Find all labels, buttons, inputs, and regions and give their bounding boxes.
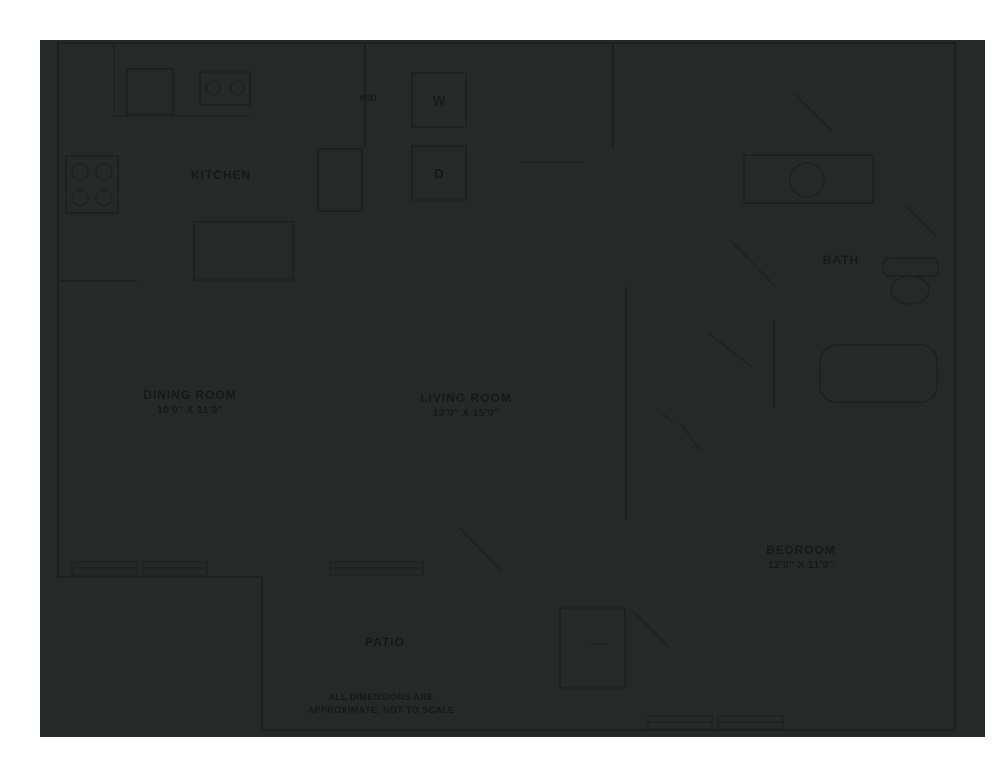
door-stub bbox=[655, 406, 674, 424]
laundry-closet-label: W/D bbox=[359, 93, 377, 103]
refrigerator-icon bbox=[126, 68, 174, 115]
patio-label: PATIO bbox=[365, 635, 405, 649]
kitchen-fixtures bbox=[65, 68, 363, 281]
living-room-dims: 13'0" X 15'0" bbox=[433, 408, 499, 419]
toilet-door-swing bbox=[905, 205, 938, 238]
closet-box bbox=[559, 607, 626, 689]
laundry-closet: W D W/D bbox=[359, 72, 467, 201]
patio-door-swing bbox=[459, 527, 503, 573]
footnote-line-2: APPROXIMATE, NOT TO SCALE bbox=[307, 705, 454, 715]
floorplan-canvas bbox=[40, 40, 985, 737]
bath-fixtures bbox=[743, 154, 939, 403]
toilet-icon bbox=[882, 257, 939, 305]
door-swings bbox=[459, 92, 938, 649]
bedroom-fixtures bbox=[559, 607, 626, 689]
footnote-line-1: ALL DIMENSIONS ARE bbox=[328, 692, 433, 702]
bedroom-dims: 12'0" X 11'0" bbox=[768, 560, 834, 571]
pantry-cabinet bbox=[317, 148, 363, 212]
outer-wall bbox=[57, 42, 956, 731]
stove-icon bbox=[65, 155, 119, 214]
dining-window-1 bbox=[71, 561, 138, 576]
hall-door-swing-2 bbox=[679, 422, 701, 451]
vanity-sink-icon bbox=[743, 154, 874, 204]
bedroom-window-1 bbox=[647, 715, 713, 730]
windows bbox=[71, 561, 784, 730]
kitchen-counter bbox=[113, 43, 250, 117]
washer-box bbox=[411, 72, 467, 128]
kitchen-label: KITCHEN bbox=[191, 168, 251, 182]
entry-door-swing bbox=[792, 92, 833, 132]
dining-window-2 bbox=[142, 561, 208, 576]
bathtub-icon bbox=[819, 344, 938, 403]
kitchen-island bbox=[193, 221, 294, 281]
dryer-letter: D bbox=[434, 166, 443, 181]
room-labels: KITCHEN DINING ROOM 10'0" X 11'0" LIVING… bbox=[143, 168, 859, 649]
dining-room-dims: 10'0" X 11'0" bbox=[157, 405, 223, 416]
bedroom-window-2 bbox=[717, 715, 784, 730]
patio-slider-window bbox=[329, 561, 424, 576]
bedroom-door-swing bbox=[631, 609, 671, 649]
walls bbox=[57, 42, 956, 731]
bath-label: BATH bbox=[823, 253, 859, 267]
bedroom-label: BEDROOM bbox=[766, 543, 836, 557]
living-room-label: LIVING ROOM bbox=[420, 391, 512, 405]
kitchen-sink-icon bbox=[199, 71, 251, 106]
bath-door-swing bbox=[729, 239, 778, 289]
footnote: ALL DIMENSIONS ARE APPROXIMATE, NOT TO S… bbox=[307, 692, 454, 715]
dining-room-label: DINING ROOM bbox=[143, 388, 237, 402]
washer-letter: W bbox=[433, 93, 446, 108]
hall-door-swing bbox=[707, 332, 753, 368]
dryer-box bbox=[411, 145, 467, 201]
